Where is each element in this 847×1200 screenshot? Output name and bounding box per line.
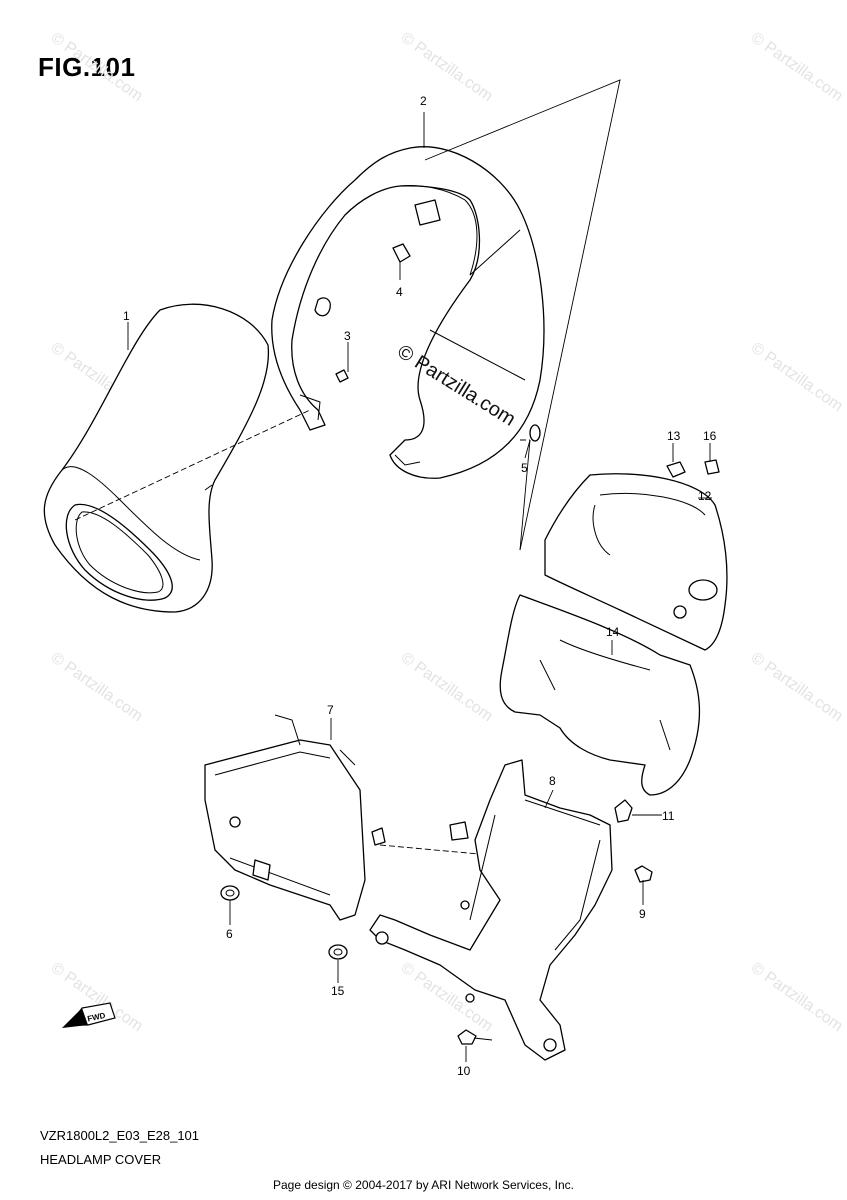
part-12-inner-panel (544, 473, 728, 651)
callout-5: 5 (521, 461, 528, 475)
callout-3: 3 (344, 329, 351, 343)
callout-9: 9 (639, 907, 646, 921)
part-3-screw (335, 369, 349, 383)
callout-8: 8 (549, 774, 556, 788)
callout-4: 4 (396, 285, 403, 299)
callout-1: 1 (123, 309, 130, 323)
callout-10: 10 (457, 1064, 471, 1078)
watermark-text: © Partzilla.com (748, 649, 846, 725)
part-15-nut (328, 944, 348, 960)
part-16-clip (704, 459, 720, 475)
model-code: VZR1800L2_E03_E28_101 (40, 1128, 200, 1143)
fwd-arrow-icon: FWD (62, 1002, 116, 1028)
callout-12: 12 (698, 489, 712, 503)
part-13-nut (666, 461, 686, 478)
callout-16: 16 (703, 429, 717, 443)
part-1-headlamp-cover (43, 303, 270, 613)
watermark-text: © Partzilla.com (398, 29, 496, 105)
watermark-text: © Partzilla.com (748, 339, 846, 415)
watermark-text: © Partzilla.com (48, 959, 146, 1035)
callout-labels: 1 2 3 4 5 6 7 8 9 10 11 12 13 14 15 16 (123, 94, 717, 1078)
part-8-main-bracket (369, 759, 613, 1061)
part-6-rubber-mount (220, 885, 240, 901)
part-4-clip (392, 243, 411, 263)
copyright-footer: Page design © 2004-2017 by ARI Network S… (272, 1178, 574, 1192)
leader-lines (127, 112, 712, 1062)
figure-title: FIG.101 (38, 52, 136, 82)
part-9-bolt (634, 865, 653, 883)
figure-caption: HEADLAMP COVER (40, 1152, 162, 1167)
fwd-label: FWD (87, 1011, 107, 1024)
callout-6: 6 (226, 927, 233, 941)
callout-15: 15 (331, 984, 345, 998)
part-14-lower-cover (499, 594, 701, 796)
watermark-text: © Partzilla.com (48, 29, 146, 105)
callout-11: 11 (662, 809, 675, 823)
watermark-text: © Partzilla.com (748, 959, 846, 1035)
callout-14: 14 (606, 625, 620, 639)
callout-13: 13 (667, 429, 681, 443)
part-11-fastener (614, 799, 633, 823)
watermark-text: © Partzilla.com (48, 649, 146, 725)
part-10-bolt (457, 1029, 493, 1045)
callout-7: 7 (327, 703, 334, 717)
watermark-text: © Partzilla.com (748, 29, 846, 105)
part-5-grommet (529, 424, 541, 442)
callout-2: 2 (420, 94, 427, 108)
part-7-left-bracket (204, 714, 386, 921)
watermark-text: © Partzilla.com (398, 649, 496, 725)
part-2-headlamp-housing (271, 146, 545, 479)
